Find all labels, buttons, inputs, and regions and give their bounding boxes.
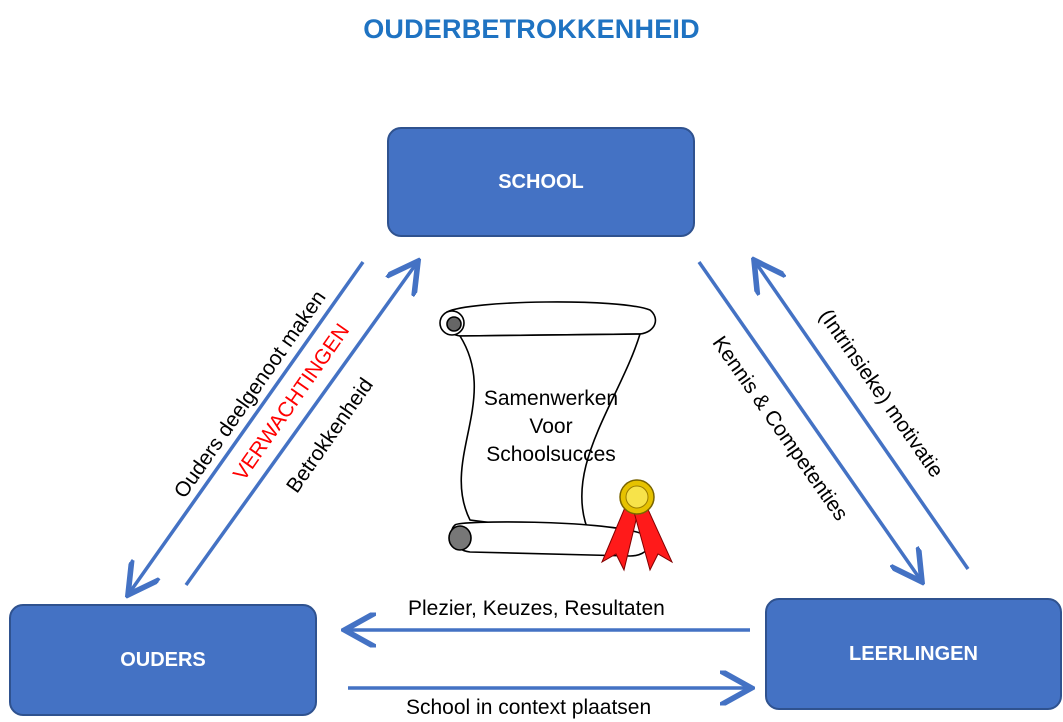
arrow-ouders-to-school (184, 264, 416, 587)
scroll-line-2: Voor (529, 415, 573, 438)
node-ouders-label: OUDERS (120, 648, 206, 671)
node-school: SCHOOL (387, 127, 695, 237)
node-school-label: SCHOOL (498, 170, 584, 193)
label-school-in-context: School in context plaatsen (406, 696, 652, 719)
node-leerlingen: LEERLINGEN (765, 598, 1062, 710)
label-plezier-keuzes: Plezier, Keuzes, Resultaten (408, 597, 665, 620)
scroll-text: Samenwerken Voor Schoolsucces (466, 385, 636, 469)
arrow-leerlingen-to-school (756, 263, 970, 570)
scroll-illustration (439, 301, 657, 557)
arrow-school-to-leerlingen (697, 260, 920, 579)
arrow-school-to-ouders (130, 260, 365, 592)
node-leerlingen-label: LEERLINGEN (849, 642, 978, 665)
node-ouders: OUDERS (9, 604, 317, 716)
scroll-line-1: Samenwerken (483, 387, 619, 410)
page-title: OUDERBETROKKENHEID (363, 14, 700, 44)
scroll-line-3: Schoolsucces (486, 443, 616, 466)
ribbon-seal (600, 479, 674, 572)
